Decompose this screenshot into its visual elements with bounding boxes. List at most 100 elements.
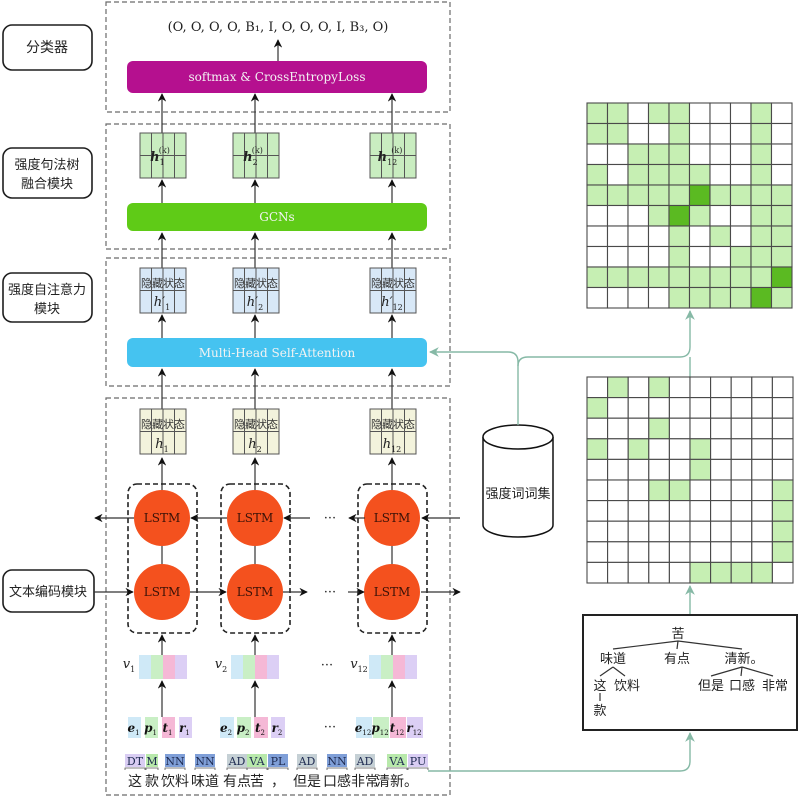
matrix-cell [627, 266, 650, 289]
embedding-vector-segment [255, 655, 267, 679]
subscript: 12 [380, 729, 389, 737]
feature-e-box [128, 717, 141, 738]
module-label-self-attention-line1: 强度自注意力 [8, 282, 86, 298]
embedding-vector-segment [231, 655, 243, 679]
backward-lstm-cell [364, 490, 420, 546]
classifier-frame [105, 1, 451, 113]
attention-output-symbol: h′12 [381, 295, 403, 312]
module-label-text-encoding: 文本编码模块 [2, 569, 95, 613]
matrix-cell [586, 479, 609, 502]
matrix-cell [688, 122, 711, 145]
vector-cell [139, 431, 152, 455]
module-label-syntax-fusion-line1: 强度句法树 [14, 157, 79, 173]
matrix-cell [710, 376, 732, 399]
pos-tag-label: NN [165, 755, 185, 768]
pos-tag-label: PU [410, 755, 426, 768]
matrix-cell [606, 245, 629, 268]
matrix-cell [750, 245, 773, 268]
matrix-cell [668, 266, 691, 289]
symbol: v [350, 657, 358, 672]
matrix-cell [668, 143, 691, 166]
pos-tag-box [247, 754, 267, 767]
matrix-cell [710, 520, 732, 543]
matrix-cell [689, 561, 712, 584]
tree-node: 非常 [762, 679, 788, 694]
pos-tag-bracket [354, 767, 376, 770]
matrix-cell [730, 458, 753, 481]
lstm-label: LSTM [374, 511, 410, 525]
matrix-cell [586, 245, 609, 268]
matrix-cell [586, 286, 609, 309]
embedding-vector-segment [393, 655, 405, 679]
matrix-cell [627, 458, 650, 481]
syntax-fusion-frame [105, 123, 451, 250]
lstm-label: LSTM [374, 585, 410, 599]
feature-p-box [373, 717, 389, 738]
matrix-cell [750, 184, 773, 207]
token: NN 饮料 [161, 754, 189, 790]
forward-lstm-cell [364, 564, 420, 620]
hidden-state-label: 隐藏状态 [234, 276, 278, 290]
vector-cell [174, 132, 187, 156]
matrix-cell [607, 376, 629, 399]
subscript: 2 [258, 303, 263, 312]
matrix-cell [730, 438, 753, 460]
feature-e-label: e1 [127, 721, 139, 737]
matrix-cell [606, 184, 629, 207]
subscript: 12 [413, 729, 422, 737]
subscript: 1 [164, 445, 169, 454]
matrix-cell [730, 561, 753, 584]
matrix-cell [770, 143, 793, 166]
matrix-cell [689, 438, 712, 460]
symbol: v [215, 657, 223, 672]
subscript: 1 [152, 729, 156, 737]
matrix-cell [771, 376, 794, 399]
matrix-cell [586, 163, 609, 186]
pos-tag-box [146, 754, 158, 767]
matrix-cell [647, 102, 670, 125]
symbol: p [237, 721, 246, 735]
tree-edge [741, 666, 774, 677]
hidden-state-label: 隐藏状态 [234, 417, 278, 431]
symbol: r [179, 721, 187, 735]
matrix-cell [751, 458, 773, 481]
matrix-cell [751, 541, 773, 563]
hidden-state-symbol: h12 [383, 437, 402, 454]
symbol: e [127, 721, 135, 735]
matrix-cell [750, 225, 773, 248]
embedding-vector-segment [151, 655, 163, 679]
vector-cell [404, 155, 417, 179]
pos-tag-bracket [326, 767, 348, 770]
subscript: 12 [391, 445, 401, 454]
matrix-cell [648, 479, 670, 502]
pos-tag-label: AD [228, 755, 246, 768]
vector-cell [404, 290, 417, 314]
token-word: 饮料 [161, 774, 189, 790]
matrix-cell [771, 397, 794, 419]
matrix-cell [648, 458, 670, 481]
token-word: 苦 [250, 774, 264, 790]
matrix-cell [606, 204, 629, 227]
matrix-cell [668, 204, 691, 227]
matrix-cell [627, 479, 650, 502]
matrix-cell [627, 163, 650, 186]
module-label-text-encoding-text: 文本编码模块 [9, 585, 87, 600]
matrix-cell [586, 143, 609, 166]
vector-cell [267, 132, 280, 156]
ellipsis-lstm-top: ··· [324, 511, 336, 526]
matrix-cell [607, 438, 629, 460]
tree-edge [612, 666, 626, 677]
matrix-cell [751, 397, 773, 419]
pos-tag-box [227, 754, 247, 767]
matrix-cell [771, 520, 794, 543]
gcn-label: GCNs [259, 210, 294, 224]
tree-node: 有点 [664, 652, 690, 667]
symbol: r [406, 721, 414, 735]
symbol: p [371, 721, 380, 735]
matrix-cell [647, 122, 670, 145]
superscript: (k) [252, 146, 263, 155]
feature-p-label: p2 [237, 721, 250, 737]
matrix-cell [750, 102, 773, 125]
token-word: 这 [128, 773, 142, 790]
symbol: h [155, 437, 163, 452]
